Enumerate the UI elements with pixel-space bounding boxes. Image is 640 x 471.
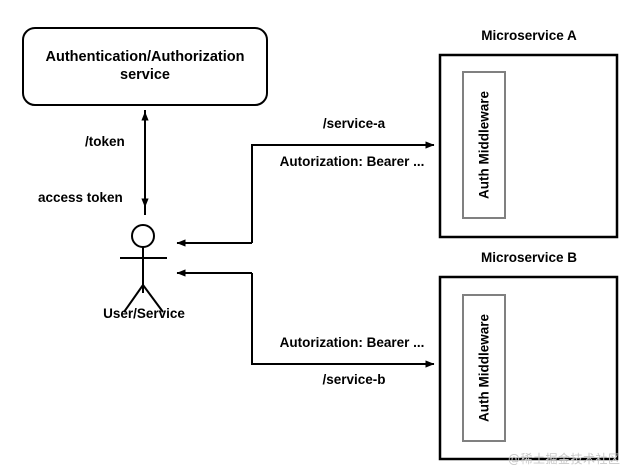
service-a-header-label: Autorization: Bearer ... (279, 154, 425, 169)
service-a-path-label: /service-a (322, 116, 386, 131)
service-b-header-label: Autorization: Bearer ... (279, 335, 425, 350)
auth-service-label-line1: Authentication/Authorization (45, 49, 245, 65)
microservice-a-title: Microservice A (481, 28, 577, 43)
service-b-request-arrow (251, 273, 435, 368)
microservice-b-middleware-box (462, 294, 506, 442)
microservice-b-title: Microservice B (480, 250, 578, 265)
microservice-a-middleware-box (462, 71, 506, 219)
auth-service-box (22, 27, 268, 106)
watermark: @稀土掘金技术社区 (508, 452, 621, 466)
microservice-a-middleware-label: Auth Middleware (476, 90, 492, 200)
token-request-label: /token (85, 134, 125, 149)
service-a-request-arrow (251, 141, 435, 243)
microservice-b-middleware-label: Auth Middleware (476, 313, 492, 423)
auth-service-label-line2: service (120, 67, 170, 84)
actor-label: User/Service (103, 306, 185, 321)
actor-stick-figure (120, 224, 167, 313)
service-b-path-label: /service-b (322, 372, 386, 387)
auth-service-label: Authentication/Authorization service (25, 48, 265, 84)
token-response-label: access token (38, 190, 123, 205)
